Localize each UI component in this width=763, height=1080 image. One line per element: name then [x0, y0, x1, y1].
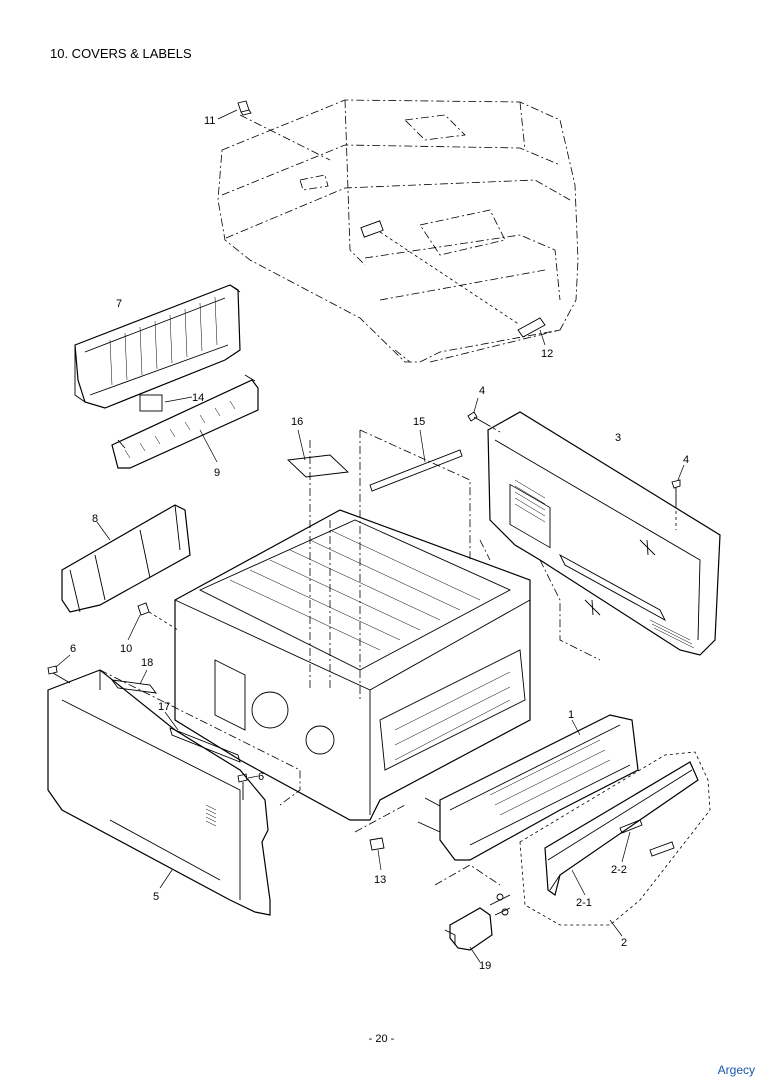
part-7-back-cover [74, 284, 241, 412]
part-12-label [379, 231, 546, 346]
part-17-label [164, 711, 241, 763]
page-title: 10. COVERS & LABELS [50, 46, 192, 61]
callout-2-2: 2-2 [611, 864, 627, 876]
brand-watermark: Argecy [717, 1063, 755, 1077]
callout-13: 13 [374, 874, 386, 886]
part-18-label [110, 669, 158, 694]
callout-8: 8 [92, 513, 98, 525]
callout-6a: 6 [70, 643, 76, 655]
part-4-screw-a [467, 397, 501, 433]
callout-10: 10 [120, 643, 132, 655]
part-4-screw-b [671, 464, 685, 530]
callout-5: 5 [153, 891, 159, 903]
callout-2: 2 [621, 937, 627, 949]
part-6-screw-a [47, 654, 71, 684]
callout-12: 12 [541, 348, 553, 360]
callout-9: 9 [214, 467, 220, 479]
part-10-clip [127, 602, 179, 641]
part-11-clip [217, 100, 252, 120]
callout-17: 17 [158, 701, 170, 713]
part-14-label [164, 396, 193, 403]
callout-19: 19 [479, 960, 491, 972]
callout-3: 3 [615, 432, 621, 444]
callout-labels: 11 12 7 14 9 4 3 4 16 15 8 10 6 18 17 6 … [70, 115, 689, 972]
callout-15: 15 [413, 416, 425, 428]
part-3-right-cover [487, 411, 721, 656]
callout-16: 16 [291, 416, 303, 428]
main-frame [174, 429, 601, 821]
callout-7: 7 [116, 298, 122, 310]
callout-2-1: 2-1 [576, 897, 592, 909]
callout-6b: 6 [258, 771, 264, 783]
callout-4a: 4 [479, 385, 485, 397]
part-16-label [286, 429, 350, 478]
callout-11: 11 [204, 115, 215, 127]
part-2-group [519, 751, 711, 937]
part-6-screw-b [237, 773, 259, 800]
callout-1: 1 [568, 709, 574, 721]
callout-18: 18 [141, 657, 153, 669]
part-9-guide [111, 374, 259, 469]
part-5-front-cover [47, 669, 301, 916]
part-1-frame [417, 714, 639, 861]
part-13-label [354, 804, 406, 871]
scanner-unit-phantom [217, 99, 579, 363]
page-number: - 20 - [368, 1033, 395, 1045]
callout-4b: 4 [683, 454, 689, 466]
part-19-bracket [434, 864, 511, 963]
callout-14: 14 [192, 392, 204, 404]
part-15-label [369, 429, 463, 492]
part-8-inner-cover [61, 504, 191, 613]
